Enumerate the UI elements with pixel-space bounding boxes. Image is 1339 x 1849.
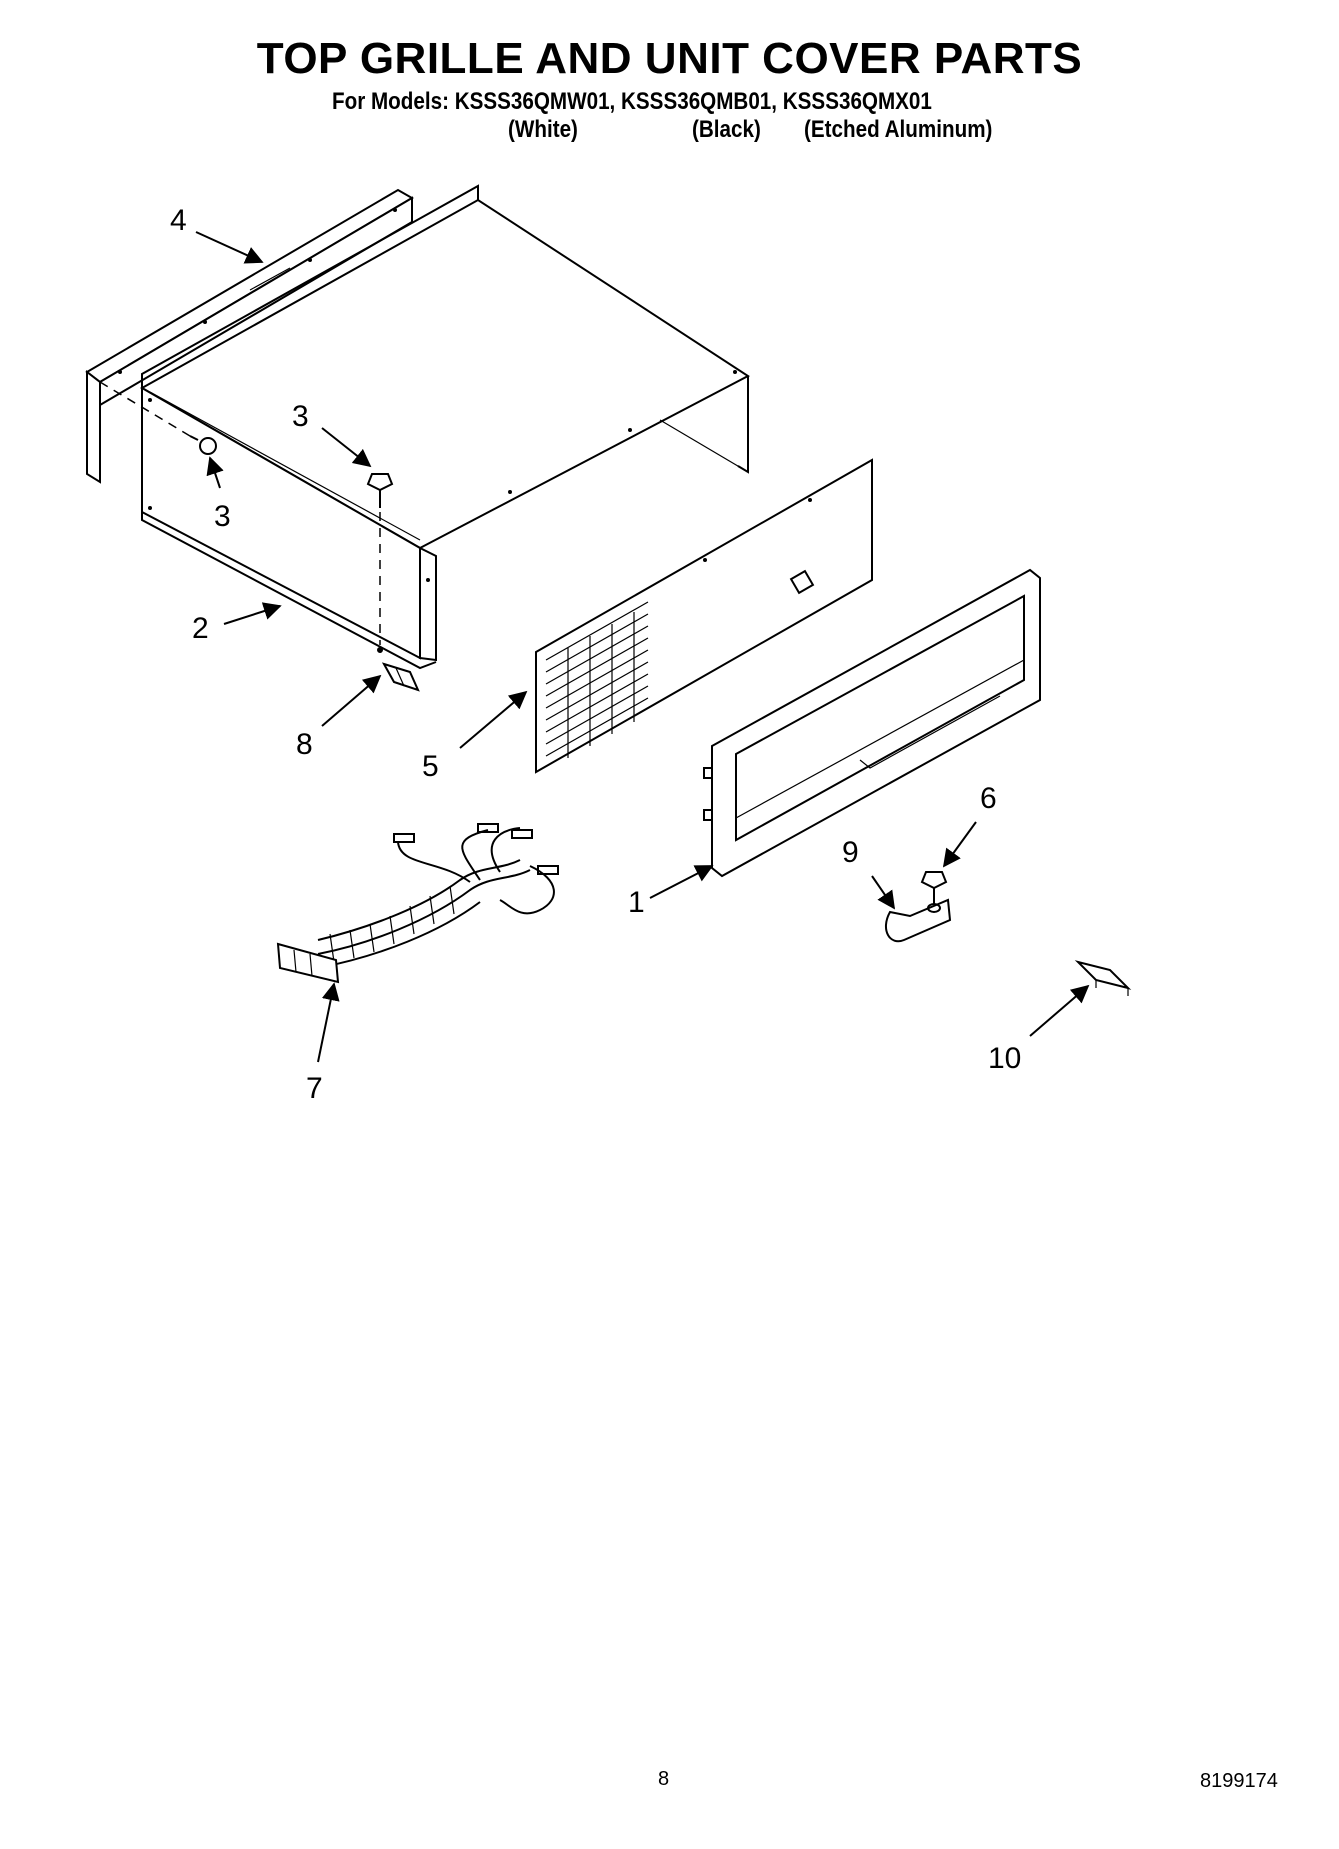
part-1-front-frame	[703, 568, 1041, 878]
leader-arrows	[195, 231, 1090, 1063]
part-9-clamp	[885, 898, 952, 943]
part-7-wire-harness	[276, 823, 559, 984]
variant-white: (White)	[508, 116, 578, 143]
part-10-connector	[1074, 960, 1132, 996]
part-2-unit-cover	[139, 184, 750, 670]
callout-3-left: 3	[214, 500, 231, 533]
variant-etched-aluminum: (Etched Aluminum)	[804, 116, 993, 143]
callout-2: 2	[192, 612, 209, 645]
part-3-screw-top	[366, 473, 394, 645]
part-5-grille-panel	[535, 458, 873, 774]
part-6-screw	[920, 871, 948, 904]
page-number: 8	[658, 1768, 670, 1790]
page-title: TOP GRILLE AND UNIT COVER PARTS	[256, 34, 1083, 83]
callout-6: 6	[980, 782, 997, 815]
callout-3-top: 3	[292, 400, 309, 433]
variant-black: (Black)	[692, 116, 761, 143]
callout-9: 9	[842, 836, 859, 869]
callout-7: 7	[306, 1072, 323, 1105]
part-8-clip	[381, 662, 420, 692]
models-line: For Models: KSSS36QMW01, KSSS36QMB01, KS…	[332, 88, 932, 115]
callout-4: 4	[170, 204, 187, 237]
callout-5: 5	[422, 750, 439, 783]
document-number: 8199174	[1200, 1770, 1278, 1792]
callout-8: 8	[296, 728, 313, 761]
callout-1: 1	[628, 886, 645, 919]
part-3-screw-left	[99, 381, 217, 455]
callout-10: 10	[988, 1042, 1022, 1075]
